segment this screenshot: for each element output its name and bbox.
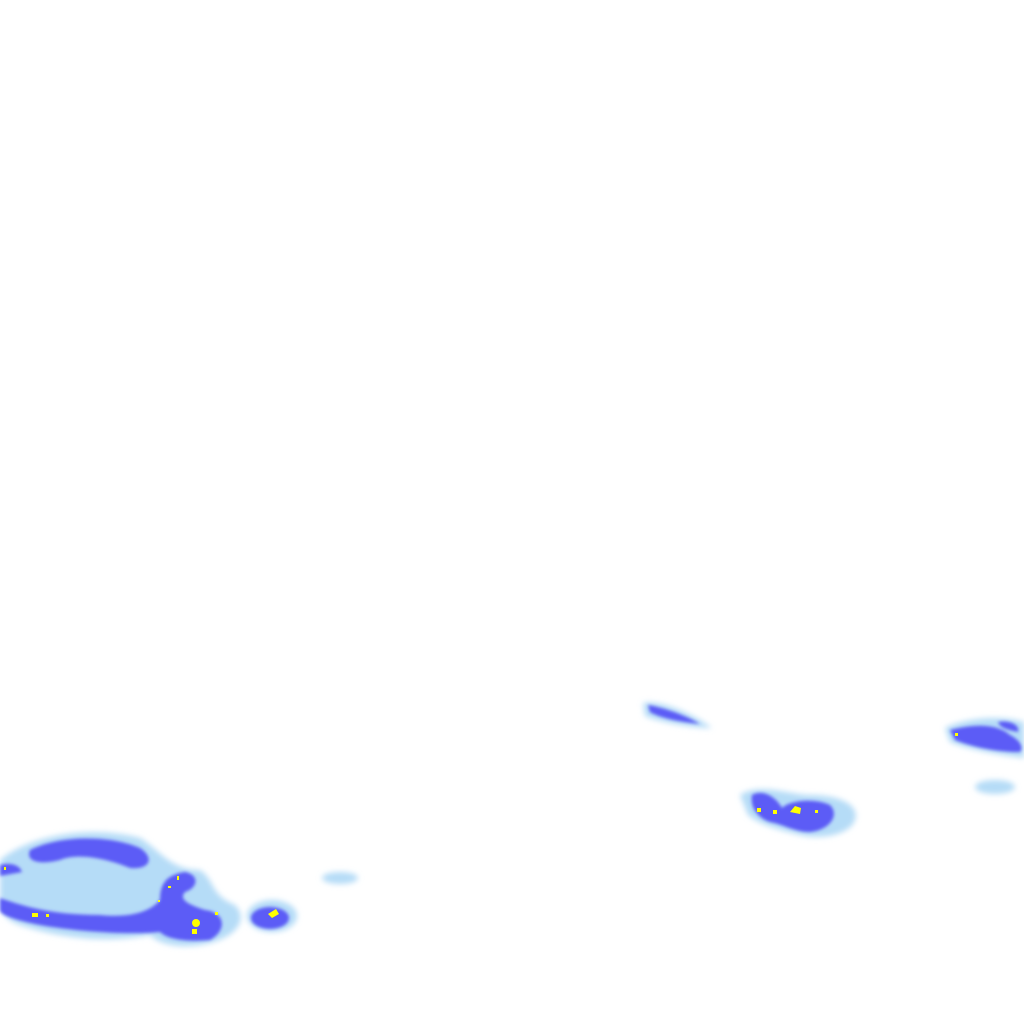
intense-precip [4,733,958,934]
moderate-precip [0,705,1022,941]
